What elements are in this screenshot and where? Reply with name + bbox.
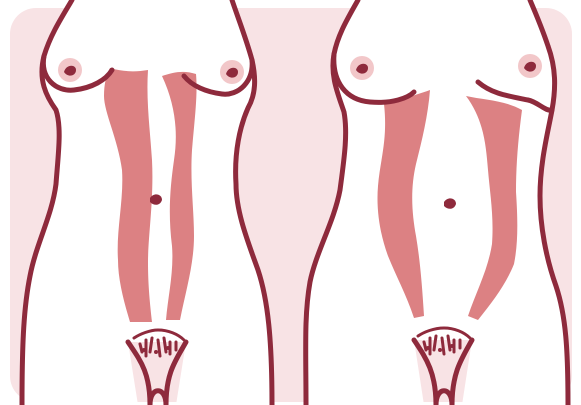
- right-nipple-left-icon: [350, 56, 374, 80]
- left-nipple-right-icon: [220, 60, 244, 84]
- right-nipple-right-icon: [518, 54, 542, 78]
- left-figure: [22, 0, 272, 405]
- left-nipple-left-icon: [58, 58, 82, 82]
